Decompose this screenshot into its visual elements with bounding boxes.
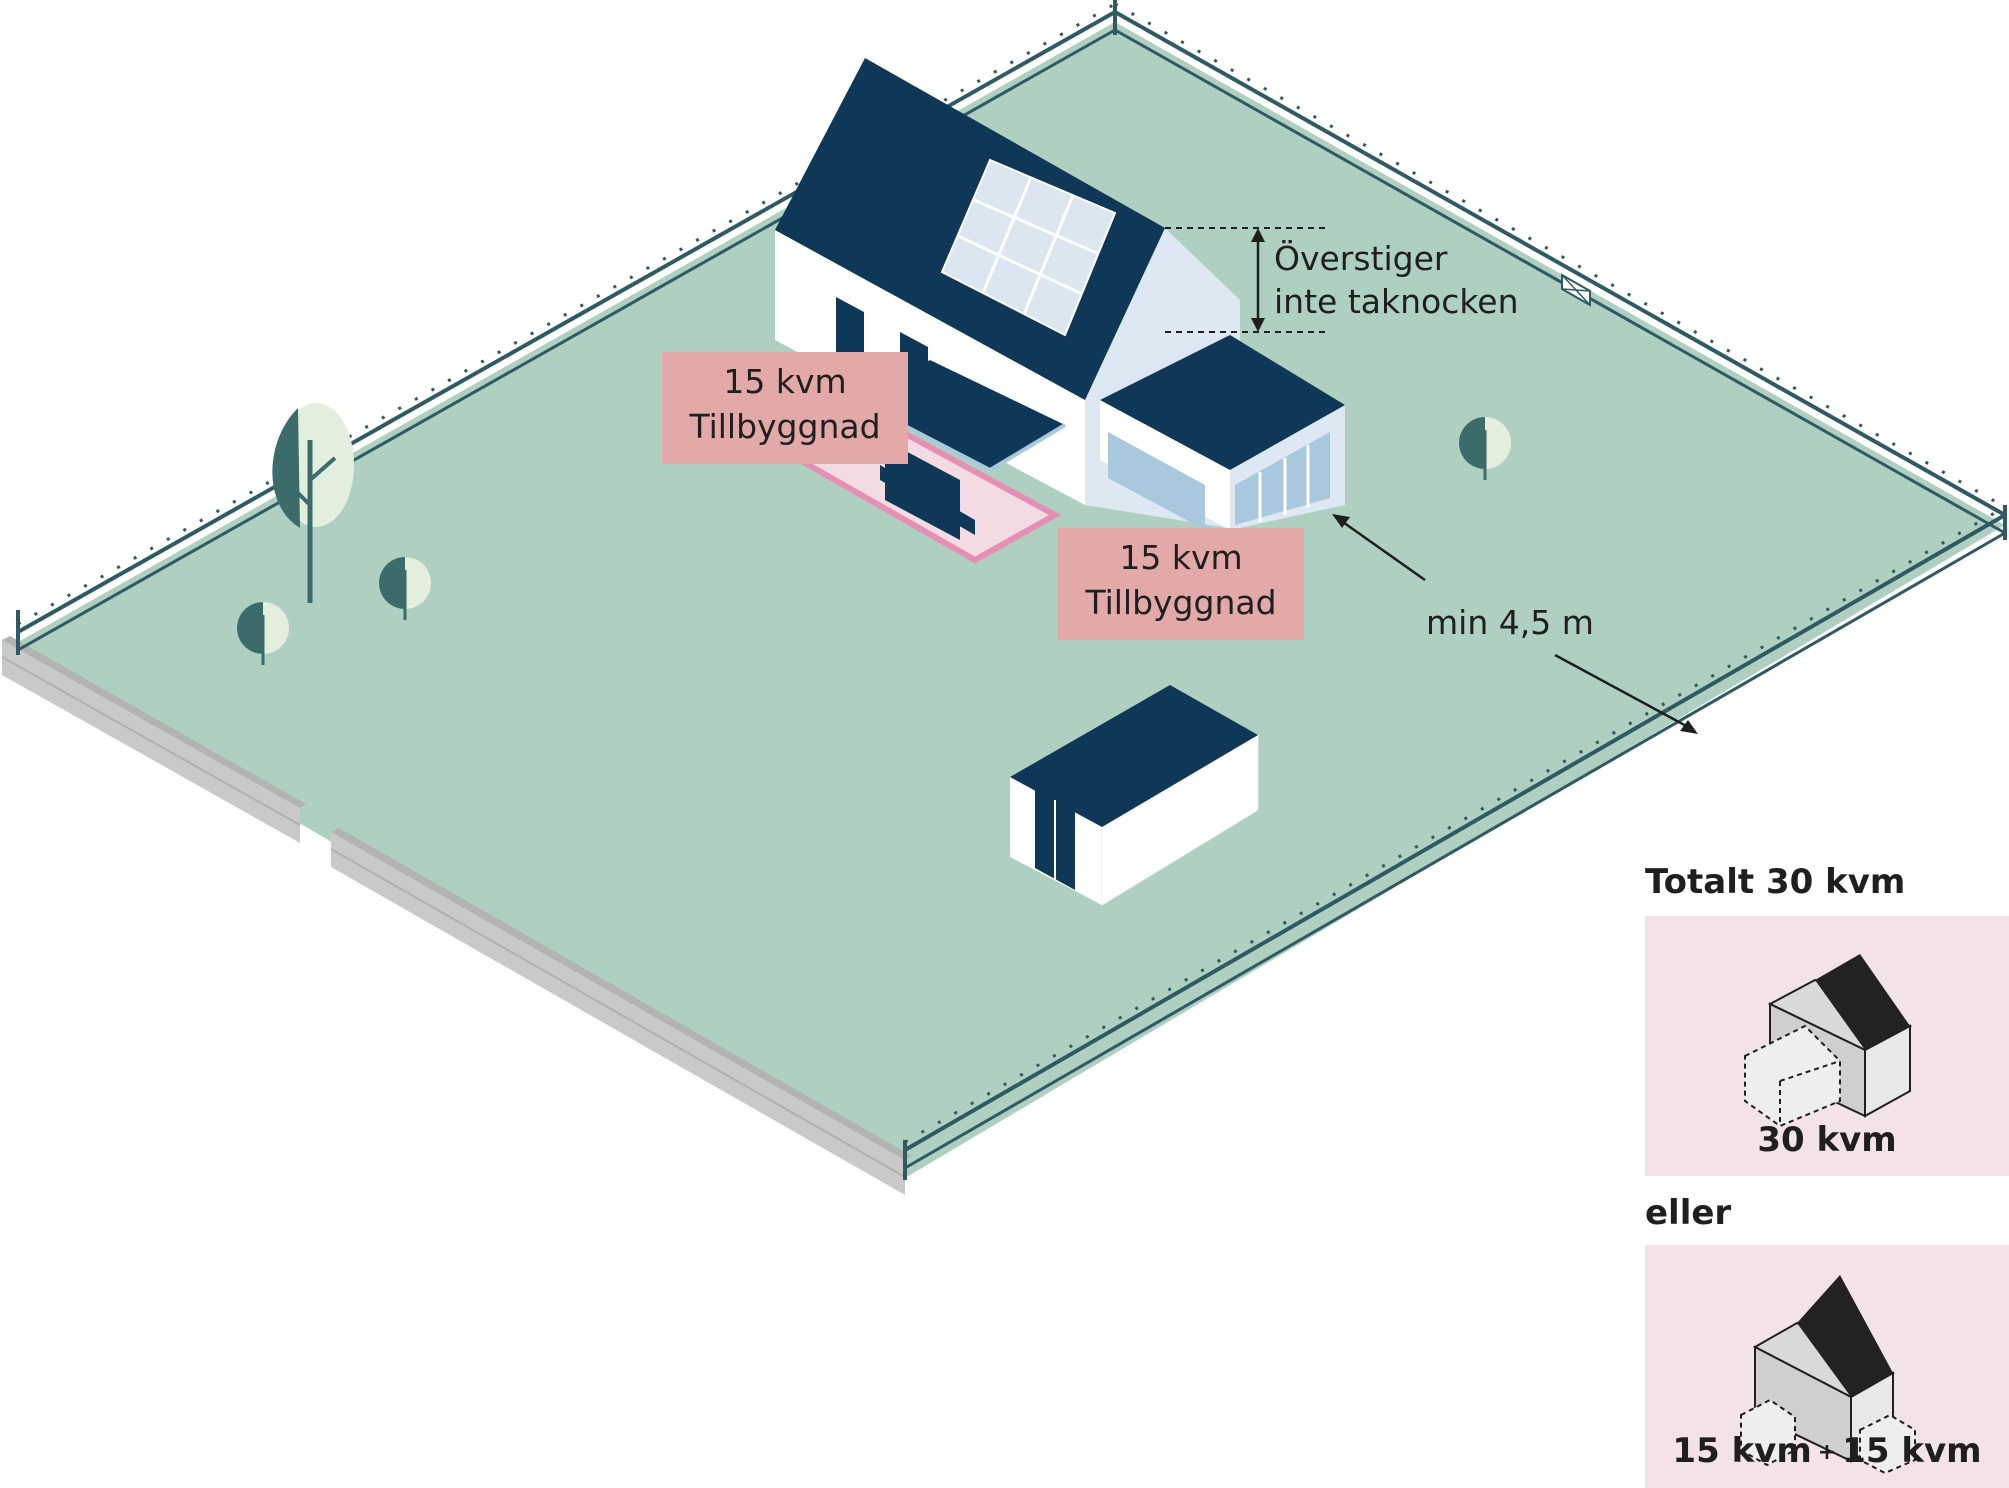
house-extension-icon	[1744, 954, 1913, 1128]
fence-icon	[17, 2, 2006, 1170]
ridge-note-line1: Överstiger	[1274, 239, 1448, 278]
ridge-note: Överstiger inte taknocken	[1274, 238, 1519, 324]
stone-wall-icon	[1, 636, 912, 1195]
extension-left-area: 15 kvm	[723, 362, 847, 401]
fence-posts	[16, 0, 2007, 1180]
extension-right-title: Tillbyggnad	[1085, 583, 1277, 622]
bush-icon	[237, 417, 1511, 665]
dimension-arrow-icon	[1165, 227, 1325, 333]
mailbox-icon	[1561, 273, 1591, 307]
lawn-plot	[4, 22, 2005, 1178]
option-a-caption: 30 kvm	[1757, 1120, 1897, 1160]
option-b-left: 15 kvm	[1672, 1431, 1812, 1471]
distance-label: min 4,5 m	[1426, 603, 1594, 642]
legend-or-label: eller	[1645, 1193, 1732, 1233]
shed-icon	[1010, 685, 1259, 906]
tree-icon	[272, 403, 354, 603]
legend-option-b: 15 kvm+15 kvm	[1645, 1245, 2009, 1488]
extension-right-area: 15 kvm	[1119, 538, 1243, 577]
option-b-right: 15 kvm	[1842, 1431, 1982, 1471]
legend-total-heading: Totalt 30 kvm	[1645, 862, 1906, 902]
extension-right-label: 15 kvm Tillbyggnad	[1058, 528, 1304, 640]
legend-option-a: 30 kvm	[1645, 916, 2009, 1176]
option-b-caption: 15 kvm+15 kvm	[1645, 1431, 2009, 1471]
extension-left-title: Tillbyggnad	[689, 407, 881, 446]
distance-arrow-icon	[1332, 514, 1698, 734]
ridge-note-line2: inte taknocken	[1274, 281, 1519, 321]
extension-left-label: 15 kvm Tillbyggnad	[662, 352, 908, 464]
solar-panel-icon	[940, 158, 1117, 337]
house-two-extensions-icon	[1740, 1275, 1916, 1475]
option-b-plus: +	[1817, 1440, 1837, 1465]
sunroom-extension	[1100, 335, 1345, 530]
